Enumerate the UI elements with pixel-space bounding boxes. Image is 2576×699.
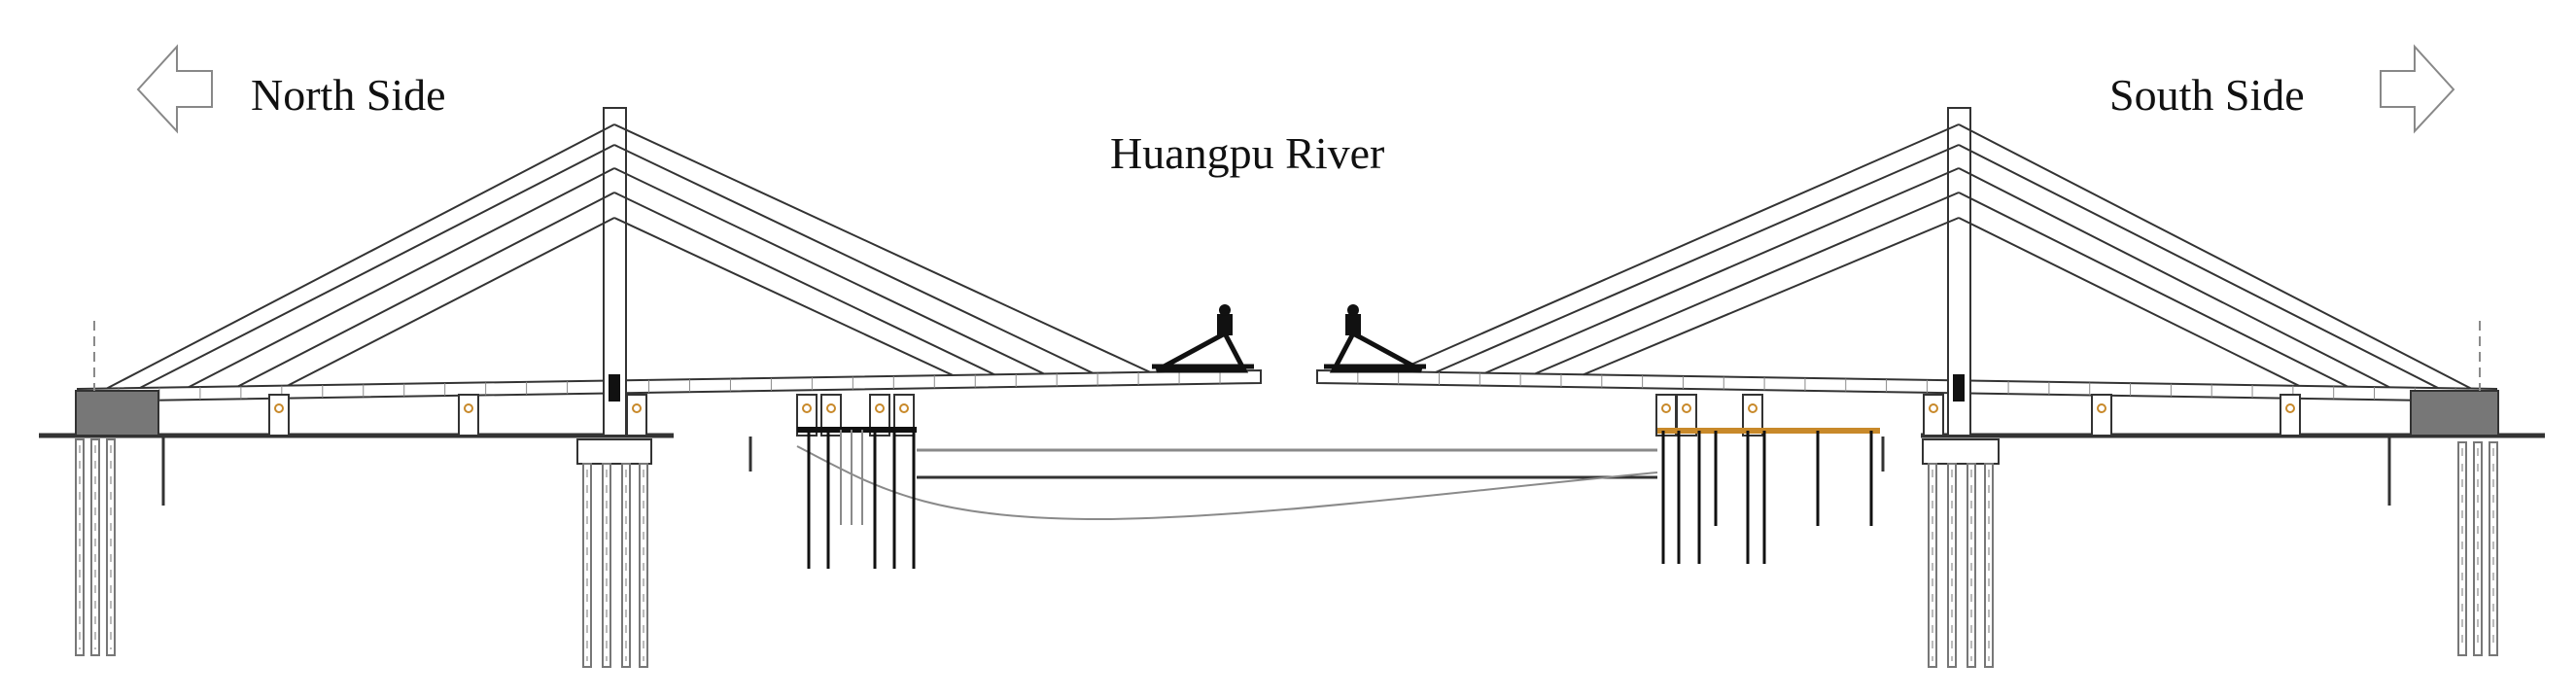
deck-support-bearing: [1923, 394, 1944, 437]
stay-cable: [1394, 123, 1960, 373]
riverbed-profile: [796, 445, 1658, 521]
deck-support-bearing: [820, 394, 842, 437]
stay-cable: [613, 192, 995, 376]
north-pylon-anchor-block: [609, 374, 620, 402]
stay-cable: [613, 167, 1045, 375]
bearing-pin: [1661, 403, 1671, 413]
south-deck-cantilever: [1316, 368, 2497, 403]
deck-support-bearing: [2091, 394, 2112, 437]
bearing-pin: [875, 403, 885, 413]
deck-support-bearing: [1742, 394, 1763, 437]
stay-cable: [1958, 217, 2300, 387]
stay-cable: [1958, 123, 2472, 390]
stay-cable: [1958, 144, 2439, 389]
river-label: Huangpu River: [1110, 128, 1384, 178]
bearing-pin: [632, 403, 642, 413]
north-abutment-pile: [106, 438, 116, 656]
south-abutment: [2410, 390, 2499, 437]
deck-support-bearing: [893, 394, 915, 437]
south-arrow-icon: [2380, 44, 2455, 134]
stay-cable: [106, 123, 615, 390]
stay-cable: [139, 144, 615, 389]
south-pylon-anchor-block: [1953, 374, 1965, 402]
stay-cable: [613, 123, 1151, 373]
bridge-structure: [39, 107, 2545, 668]
stay-cable: [1484, 167, 1960, 374]
deck-support-bearing: [458, 394, 479, 437]
bearing-pin: [1748, 403, 1758, 413]
bearing-pin: [2097, 403, 2106, 413]
north-abutment-pile: [90, 438, 100, 656]
stay-cable: [613, 144, 1094, 374]
stay-cable: [287, 217, 615, 387]
deck-support-bearing: [796, 394, 818, 437]
stay-cable: [1534, 192, 1960, 375]
bearing-pin: [1929, 403, 1938, 413]
bearing-pin: [899, 403, 909, 413]
bearing-pin: [274, 403, 284, 413]
deck-support-bearing: [268, 394, 290, 437]
bearing-pin: [826, 403, 836, 413]
north-abutment-pile: [75, 438, 85, 656]
deck-support-bearing: [1676, 394, 1697, 437]
north-arrow-icon: [136, 44, 213, 134]
stay-cable: [237, 192, 615, 388]
north-deck-cantilever: [77, 368, 1262, 403]
north-abutment: [75, 390, 159, 437]
stay-cable: [1583, 217, 1960, 376]
deck-support-bearing: [626, 394, 647, 437]
bearing-pin: [464, 403, 473, 413]
north-side-label: North Side: [251, 70, 446, 120]
bearing-pin: [1682, 403, 1691, 413]
stay-cable: [1958, 192, 2349, 388]
north-pile-cap: [576, 438, 652, 465]
south-side-label: South Side: [2109, 70, 2305, 120]
south-form-traveler: [1329, 330, 1423, 373]
bearing-pin: [802, 403, 812, 413]
stay-cable: [1958, 167, 2390, 389]
stay-cable: [1435, 144, 1960, 373]
south-pylon: [1947, 107, 1971, 437]
north-pylon: [603, 107, 627, 437]
north-form-traveler-winch: [1219, 304, 1231, 316]
south-pile-cap: [1922, 438, 2000, 465]
deck-support-bearing: [2280, 394, 2301, 437]
north-form-traveler-hoist: [1217, 314, 1233, 335]
south-form-traveler-winch: [1347, 304, 1359, 316]
deck-support-bearing: [869, 394, 890, 437]
bearing-pin: [2285, 403, 2295, 413]
stay-cable: [188, 167, 615, 389]
stay-cable: [613, 217, 954, 376]
north-form-traveler: [1155, 330, 1249, 373]
south-form-traveler-hoist: [1345, 314, 1361, 335]
